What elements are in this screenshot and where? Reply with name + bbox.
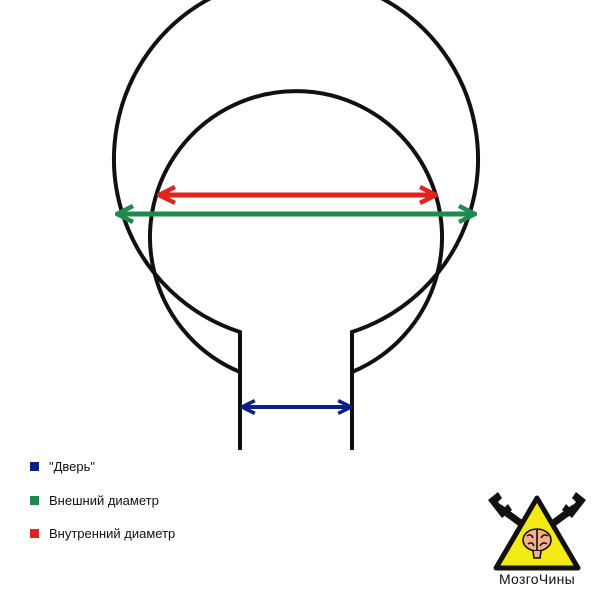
legend: "Дверь" Внешний диаметр Внутренний диаме… [30,458,175,559]
legend-swatch [30,461,39,471]
legend-item-outer-diameter: Внешний диаметр [30,492,175,508]
outer-wall-outline [112,0,480,450]
inner-wall-outline [148,89,444,374]
legend-swatch [30,495,39,505]
legend-swatch [30,528,39,538]
brain-icon [522,528,552,559]
logo-graphic [488,492,586,571]
legend-item-inner-diameter: Внутренний диаметр [30,525,175,541]
logo: МозгоЧины [478,488,596,596]
legend-label: Внутренний диаметр [49,525,176,541]
legend-label: Внешний диаметр [49,492,159,508]
wrench-icon [488,492,586,518]
legend-item-door: "Дверь" [30,458,175,474]
legend-label: "Дверь" [49,458,96,474]
logo-text: МозгоЧины [498,571,576,587]
